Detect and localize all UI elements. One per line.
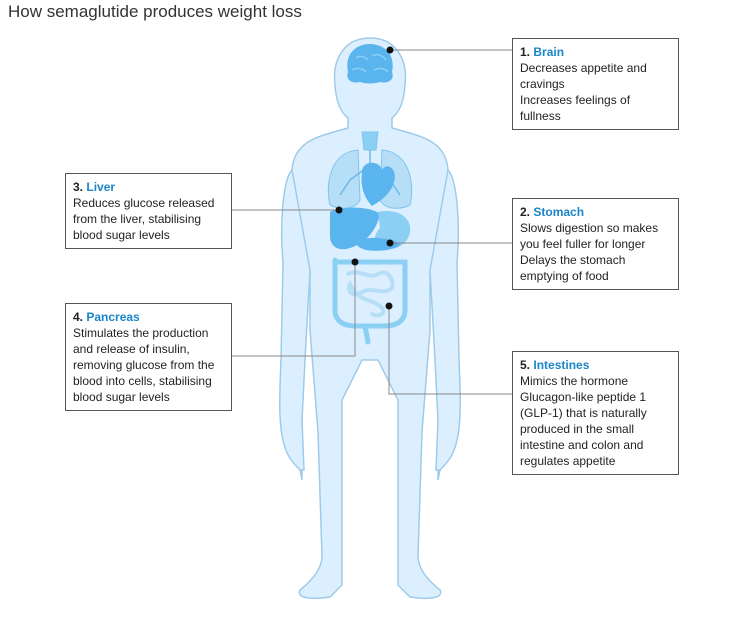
callout-organ-name: Stomach	[533, 205, 585, 219]
callout-line: and release of insulin,	[73, 342, 190, 356]
callout-line: you feel fuller for longer	[520, 237, 646, 251]
page-title: How semaglutide produces weight loss	[8, 2, 302, 21]
callout-organ-name: Intestines	[533, 358, 590, 372]
liver-icon	[330, 207, 380, 250]
callout-heading: 2. Stomach	[520, 204, 671, 220]
brain-icon	[347, 44, 393, 84]
callout-line: Delays the stomach	[520, 253, 626, 267]
callout-line: intestine and colon and	[520, 438, 644, 452]
callout-line: regulates appetite	[520, 454, 616, 468]
callout-heading: 3. Liver	[73, 179, 224, 195]
dot-pancreas	[351, 258, 359, 266]
callout-number: 3.	[73, 180, 84, 194]
callout-number: 4.	[73, 310, 84, 324]
callout-heading: 5. Intestines	[520, 357, 671, 373]
callout-line: from the liver, stabilising	[73, 212, 202, 226]
callout-line: emptying of food	[520, 269, 609, 283]
callout-liver: 3. Liver Reduces glucose released from t…	[65, 173, 232, 249]
callout-line: cravings	[520, 77, 565, 91]
callout-organ-name: Brain	[533, 45, 565, 59]
callout-organ-name: Liver	[86, 180, 116, 194]
callout-heading: 1. Brain	[520, 44, 671, 60]
dot-brain	[386, 46, 394, 54]
callout-brain: 1. Brain Decreases appetite and cravings…	[512, 38, 679, 130]
leader-line-pancreas	[232, 262, 356, 357]
callout-line: Glucagon-like peptide 1	[520, 390, 647, 404]
callout-intestines: 5. Intestines Mimics the hormone Glucago…	[512, 351, 679, 475]
lungs-icon	[327, 131, 413, 209]
callout-line: removing glucose from the	[73, 358, 215, 372]
callout-line: produced in the small	[520, 422, 635, 436]
callout-stomach: 2. Stomach Slows digestion so makes you …	[512, 198, 679, 290]
callout-line: fullness	[520, 109, 561, 123]
callout-line: Decreases appetite and	[520, 61, 647, 75]
dot-stomach	[386, 239, 394, 247]
callout-heading: 4. Pancreas	[73, 309, 224, 325]
body-silhouette	[284, 37, 456, 600]
dot-liver	[335, 206, 343, 214]
callout-number: 5.	[520, 358, 531, 372]
callout-number: 2.	[520, 205, 531, 219]
callout-pancreas: 4. Pancreas Stimulates the production an…	[65, 303, 232, 411]
heart-icon	[361, 162, 395, 206]
dot-intestines	[385, 302, 393, 310]
pointer-dots	[335, 46, 394, 310]
leader-line-intestines	[388, 306, 512, 395]
callout-line: Increases feelings of	[520, 93, 631, 107]
arms	[279, 168, 461, 471]
callout-organ-name: Pancreas	[86, 310, 140, 324]
leader-lines	[232, 49, 512, 395]
callout-line: Reduces glucose released	[73, 196, 215, 210]
callout-line: blood into cells, stabilising	[73, 374, 212, 388]
callout-line: (GLP-1) that is naturally	[520, 406, 647, 420]
callout-line: Mimics the hormone	[520, 374, 629, 388]
intestines-icon	[332, 257, 408, 345]
callout-line: blood sugar levels	[73, 228, 170, 242]
callout-number: 1.	[520, 45, 531, 59]
callout-line: Slows digestion so makes	[520, 221, 659, 235]
callout-line: blood sugar levels	[73, 390, 170, 404]
callout-line: Stimulates the production	[73, 326, 209, 340]
